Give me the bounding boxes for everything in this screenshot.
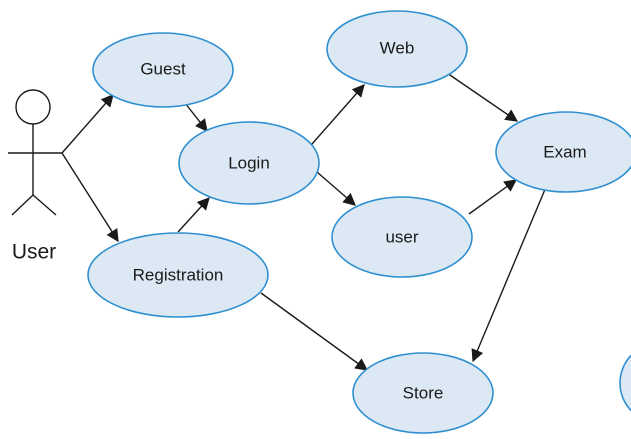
node-registration: Registration — [87, 232, 269, 318]
node-store-label: Store — [403, 384, 444, 403]
node-registration-label: Registration — [133, 266, 224, 285]
node-web-label: Web — [380, 39, 415, 58]
edge-login-user — [316, 171, 356, 206]
edge-exam-store — [471, 186, 547, 363]
node-guest-label: Guest — [140, 60, 186, 79]
node-user-shape — [331, 196, 473, 278]
edge-guest-login — [184, 102, 208, 132]
edge-user-exam — [468, 179, 518, 215]
node-login: Login — [178, 121, 320, 205]
node-exam-label: Exam — [543, 143, 586, 162]
node-guest-shape — [92, 32, 234, 108]
node-login-label: Login — [228, 154, 270, 173]
actor-left-leg — [11, 194, 34, 216]
actor-head — [15, 89, 51, 125]
node-store: Store — [352, 352, 494, 434]
node-exam: Exam — [495, 111, 631, 193]
node-partial-offscreen — [619, 354, 631, 412]
actor-label: User — [12, 241, 56, 264]
actor-right-leg — [32, 194, 57, 216]
edge-web-exam — [446, 72, 519, 122]
edge-actor-guest — [61, 94, 114, 154]
edges — [61, 72, 547, 371]
node-store-shape — [352, 352, 494, 434]
node-exam-shape — [495, 111, 631, 193]
edge-registration-login — [177, 197, 210, 233]
edge-login-web — [311, 84, 365, 145]
actor-user — [8, 89, 62, 216]
edge-actor-registration — [61, 152, 119, 243]
node-login-shape — [178, 121, 320, 205]
node-web-shape — [326, 10, 468, 88]
edge-registration-store — [260, 292, 369, 371]
node-guest: Guest — [92, 32, 234, 108]
node-registration-shape — [87, 232, 269, 318]
node-user: user — [331, 196, 473, 278]
node-user-label: user — [385, 228, 418, 247]
node-web: Web — [326, 10, 468, 88]
